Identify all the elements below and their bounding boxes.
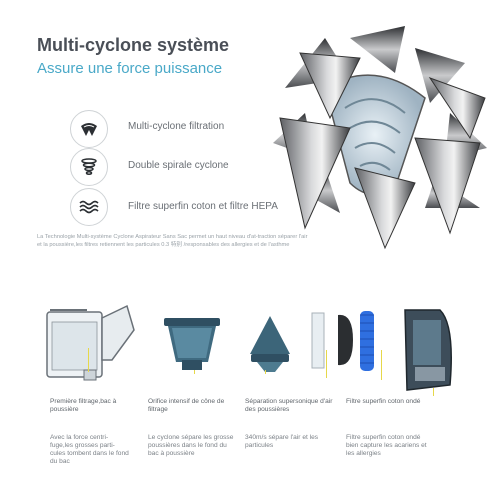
caption-cotton-filter: Filtre superfin coton ondé [346,398,421,405]
hepa-housing-image [395,305,460,395]
feature-item [70,110,108,148]
detail-dust-bin: Avec la force centri-fuge,les grosses pa… [50,434,129,465]
description-text: La Technologie Multi-système Cyclone Asp… [37,234,308,248]
spiral-icon [70,148,108,186]
leader-line [433,388,434,396]
cyclone-cone-icon [70,110,108,148]
caption-dust-bin: Première filtrage,bac à poussière [50,398,117,413]
cone-filter-image [162,316,222,372]
leader-line [265,370,266,374]
leader-line [194,370,195,374]
cyclone-illustration [255,18,490,250]
page-title: Multi-cyclone système [37,35,230,55]
caption-cyclone-separator: Séparation supersonique d'air des poussi… [245,398,333,413]
cyclone-separator-image [245,314,295,374]
caption-cone-filter: Orifice intensif de cône de filtrage [148,398,225,413]
page-subtitle: Assure une force puissance [37,60,223,77]
leader-line [381,350,382,380]
cotton-filter-image [308,305,383,375]
dust-bin-image [42,300,137,385]
feature-item [70,188,108,226]
feature-item [70,148,108,186]
leader-line [88,348,89,372]
detail-cone-filter: Le cyclone sépare les grosse poussières … [148,434,234,457]
feature-label-3: Filtre superfin coton et filtre HEPA [128,201,278,212]
leader-line [326,350,327,378]
detail-cyclone-separator: 340m/s sépare l'air et les particules [245,434,319,449]
detail-cotton-filter: Filtre superfin coton ondé bien capture … [346,434,427,457]
waves-icon [70,188,108,226]
feature-label-1: Multi-cyclone filtration [128,121,225,132]
feature-label-2: Double spirale cyclone [128,160,229,171]
